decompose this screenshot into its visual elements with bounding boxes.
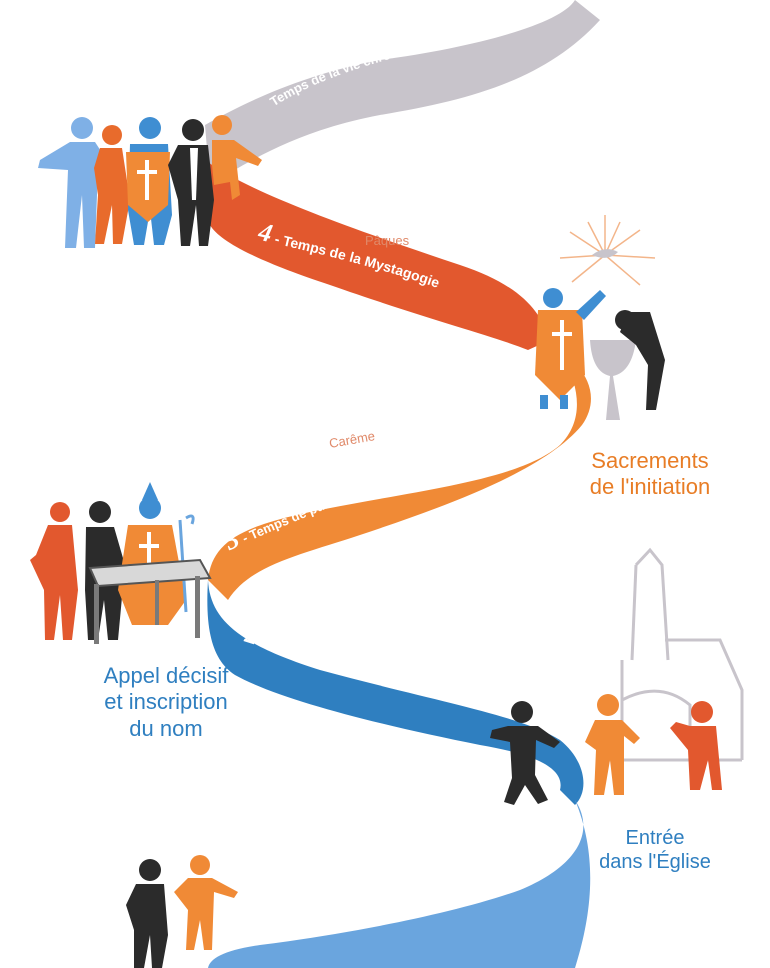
ribbon-blue-dark xyxy=(207,580,584,805)
people-pair-bottom xyxy=(126,855,238,968)
person-orange-right xyxy=(212,115,262,200)
milestone-sacrements-line2: de l'initiation xyxy=(589,474,711,500)
person-orange-back xyxy=(30,502,78,640)
ribbon-red xyxy=(205,160,550,350)
person-orange-left xyxy=(94,125,130,244)
mitre-icon xyxy=(142,482,158,500)
milestone-entree: Entrée dans l'Église xyxy=(585,826,725,874)
people-group-top xyxy=(38,115,262,248)
dove-shape xyxy=(592,249,618,258)
milestone-appel-line2: et inscription xyxy=(104,689,228,715)
stage-1-number: 1 xyxy=(277,912,298,943)
season-paques: Pâques xyxy=(365,233,410,248)
milestone-sacrements-line1: Sacrements xyxy=(591,448,709,473)
table xyxy=(88,558,212,644)
milestone-entree-line2: dans l'Église xyxy=(599,851,711,873)
stage-2-number: 2 xyxy=(241,619,263,651)
person-orange-door xyxy=(585,694,640,795)
milestone-appel-line3: du nom xyxy=(129,715,203,741)
person-orange-shield xyxy=(126,152,170,222)
person-black-bottom xyxy=(126,859,168,968)
ribbon-orange xyxy=(208,352,591,600)
ribbon-gray xyxy=(205,0,600,185)
church-scene xyxy=(585,547,744,795)
priest-orange xyxy=(535,288,606,409)
milestone-appel-line1: Appel décisif xyxy=(103,663,229,688)
ribbon-blue-light xyxy=(208,800,591,968)
milestone-sacrements: Sacrements de l'initiation xyxy=(560,448,740,501)
person-orange-bottom xyxy=(174,855,238,950)
season-careme: Carême xyxy=(328,428,376,451)
font-basin xyxy=(590,340,636,420)
person-light-blue xyxy=(38,117,110,248)
baptism-scene xyxy=(535,215,665,420)
person-red-door xyxy=(670,701,722,790)
appeal-scene xyxy=(30,482,212,644)
person-black-suit xyxy=(168,119,214,246)
milestone-appel: Appel décisif et inscription du nom xyxy=(66,663,266,742)
catechumen-black xyxy=(615,310,665,410)
person-black-walking xyxy=(490,701,560,805)
milestone-entree-line1: Entrée xyxy=(625,827,685,849)
